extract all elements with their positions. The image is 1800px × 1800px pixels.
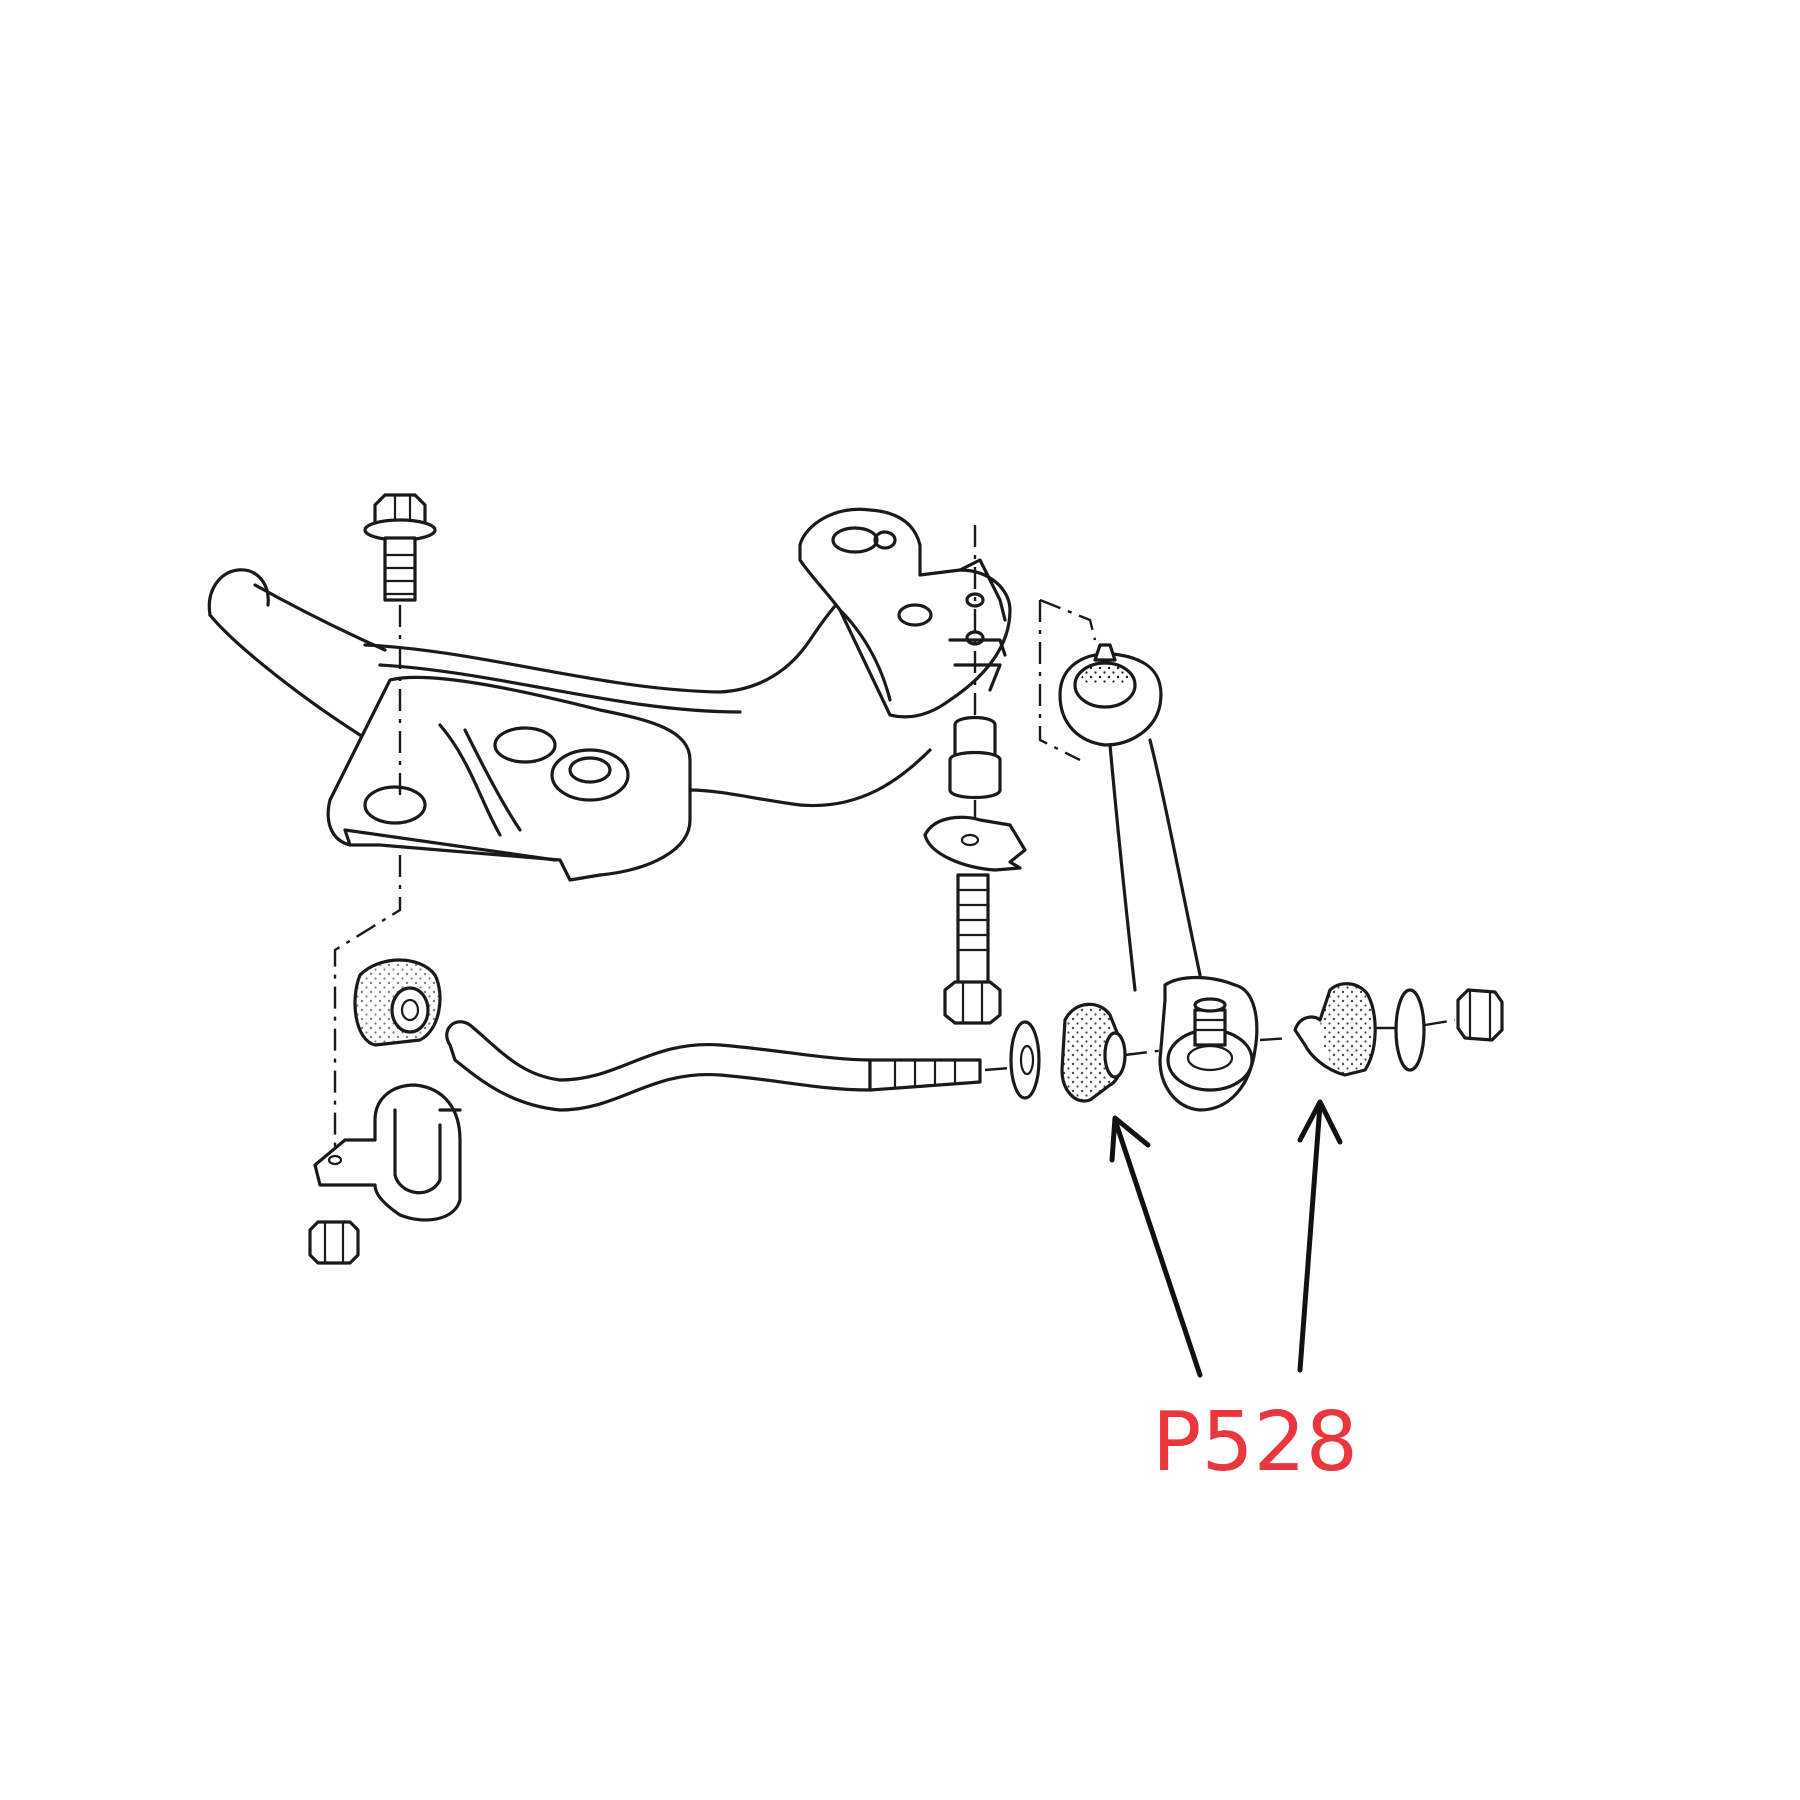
stabilizer-bar <box>445 1020 982 1112</box>
rubber-bushing-right <box>1293 982 1377 1077</box>
washer-right <box>1394 988 1426 1072</box>
mount-plate <box>923 815 1027 872</box>
spacer-collar <box>948 715 1002 800</box>
washer-left <box>1009 1020 1041 1100</box>
control-arm <box>1038 598 1259 1112</box>
assembly-axis-line <box>1124 1048 1166 1057</box>
assembly-axis-line <box>984 1066 1011 1072</box>
flange-bolt-top-left <box>363 493 437 602</box>
assembly-axis-line <box>1424 1018 1456 1027</box>
callout-label: P528 <box>1152 1395 1358 1490</box>
stabilizer-bushing <box>353 958 442 1047</box>
callout-arrow-right <box>1297 1099 1343 1373</box>
bushing-clamp-bracket <box>313 1083 462 1222</box>
callout-arrow-left <box>1109 1115 1203 1378</box>
long-bolt-center <box>943 873 1002 1025</box>
hex-nut-right <box>1456 988 1504 1042</box>
assembly-axis-line <box>333 855 402 1180</box>
rubber-bushing-left <box>1060 1002 1127 1103</box>
subframe-crossmember <box>207 507 1012 882</box>
assembly-axis-line <box>1259 1036 1291 1042</box>
hex-nut-bottom-left <box>308 1220 360 1265</box>
